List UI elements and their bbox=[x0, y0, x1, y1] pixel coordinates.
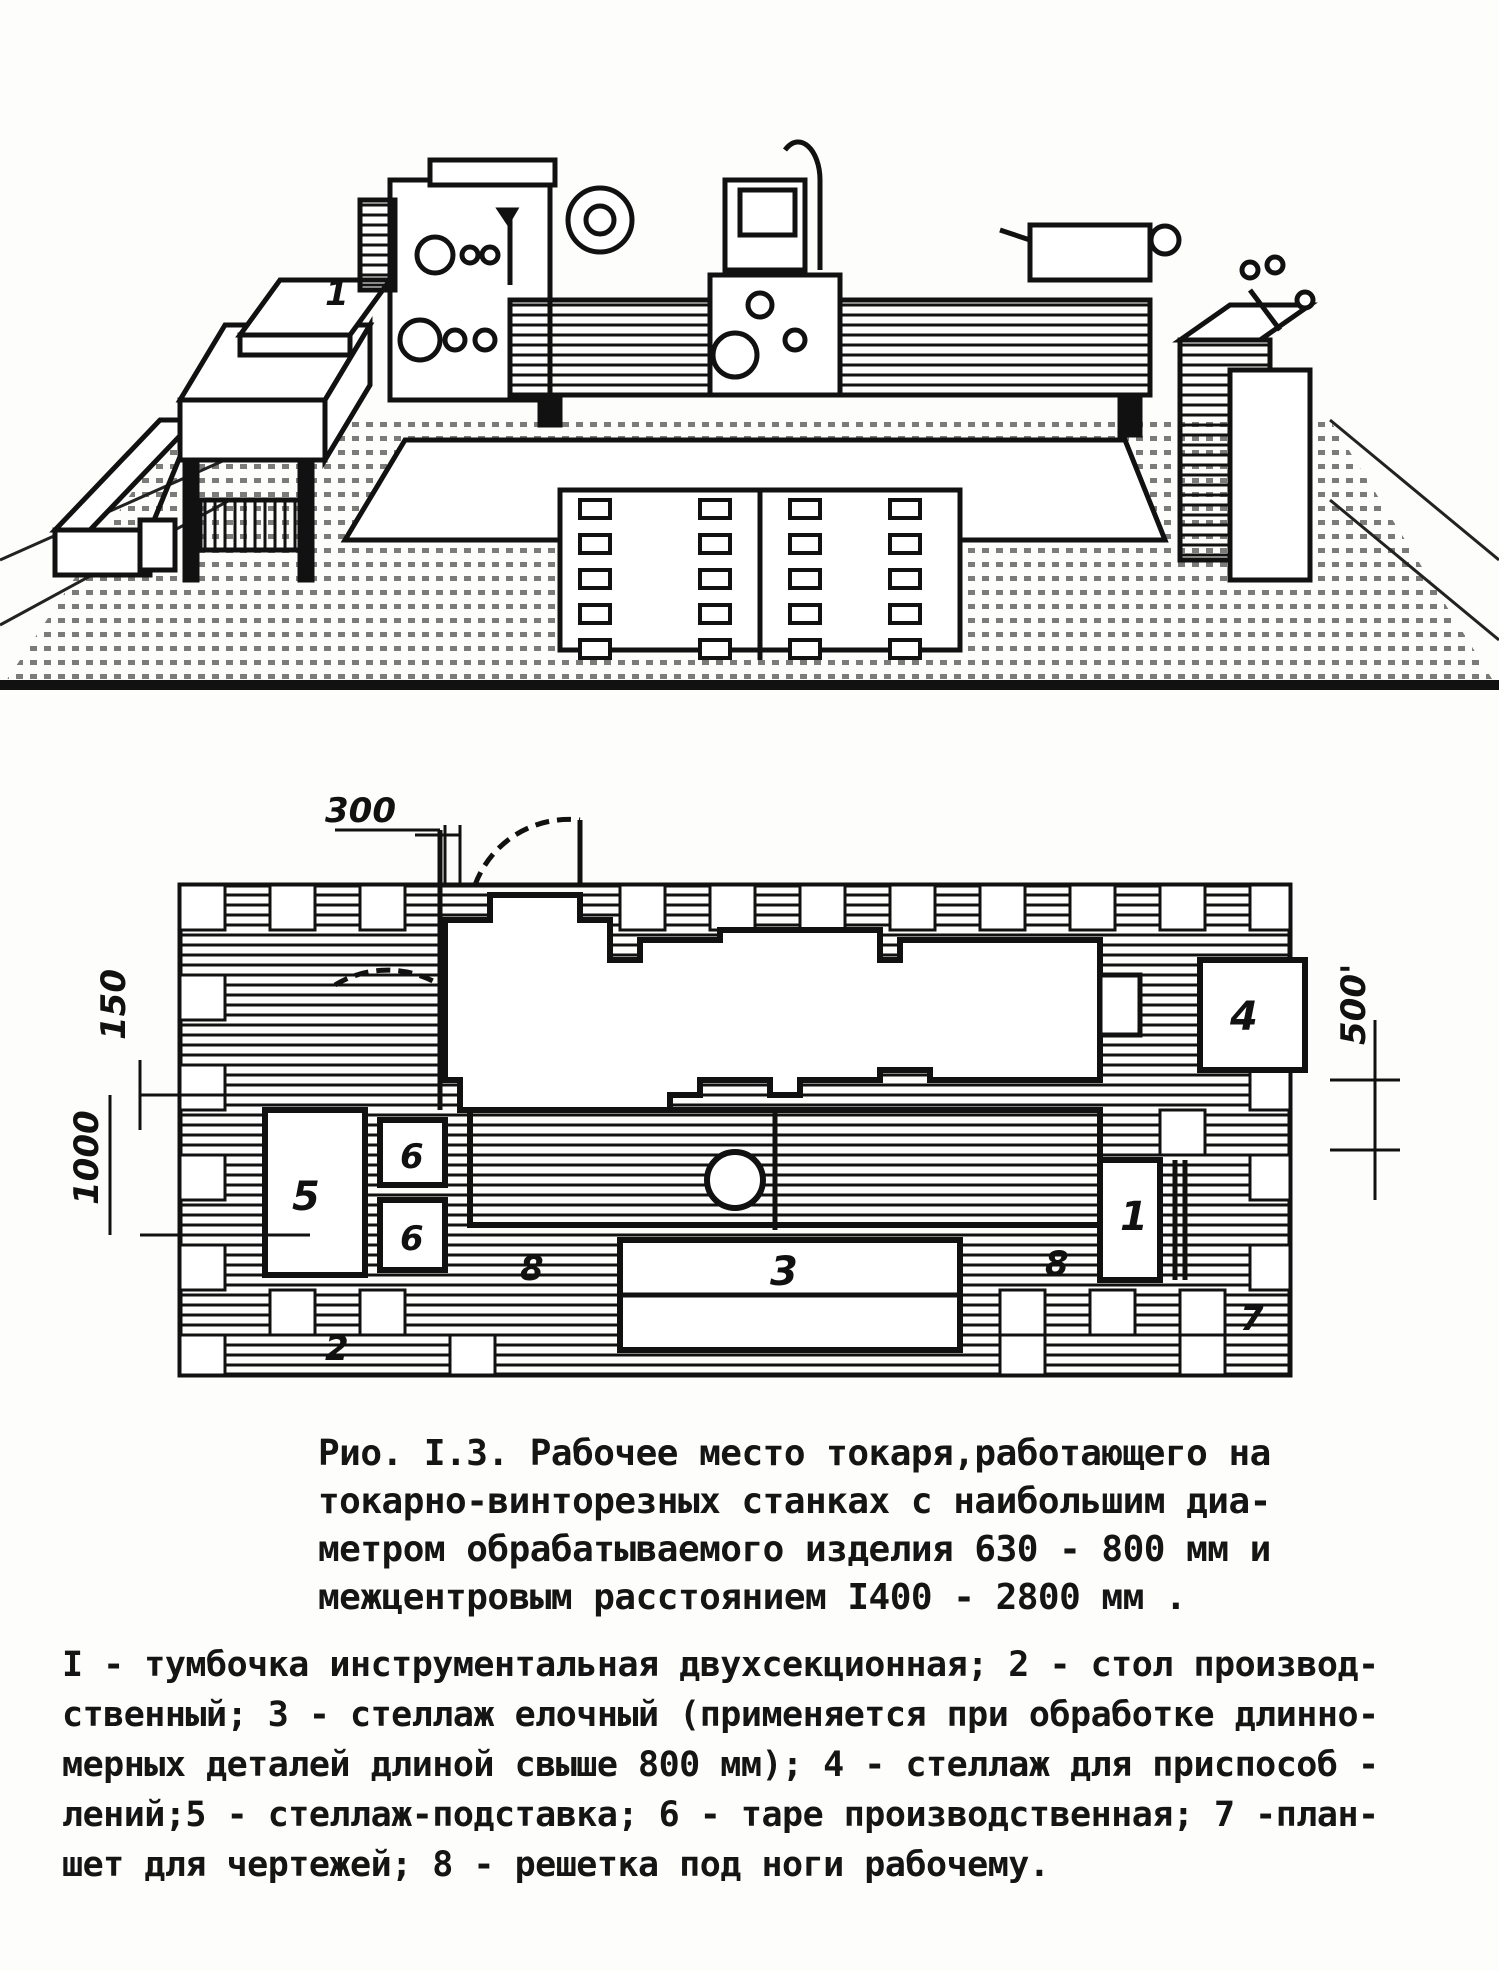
item-1-cabinet bbox=[1097, 1157, 1163, 1283]
tool-cabinet bbox=[1172, 254, 1318, 583]
plan-lathe bbox=[442, 892, 1143, 1230]
figure-legend: I - тумбочка инструментальная двухсекцио… bbox=[62, 1640, 1462, 1890]
item-label-5: 5 bbox=[292, 1174, 320, 1220]
legend-line: шет для чертежей; 8 - решетка под ноги р… bbox=[62, 1845, 1050, 1885]
legend-line: ственный; 3 - стеллаж елочный (применяет… bbox=[62, 1695, 1379, 1735]
dimension-lines bbox=[108, 825, 1400, 1237]
dimension-1000: 1000 bbox=[67, 1110, 107, 1205]
workplace-illustration: 1 bbox=[0, 139, 1499, 1378]
item-label-3: 3 bbox=[770, 1249, 798, 1295]
item-6b-tare bbox=[377, 1197, 448, 1273]
caption-line: токарно-винторезных станках с наибольшим… bbox=[318, 1481, 1271, 1522]
item-4-rack bbox=[1197, 957, 1308, 1073]
legend-line: I - тумбочка инструментальная двухсекцио… bbox=[62, 1645, 1379, 1685]
caption-line: метром обрабатываемого изделия 630 - 800… bbox=[318, 1529, 1271, 1570]
lathe-bed bbox=[507, 139, 1182, 438]
stool bbox=[49, 417, 201, 578]
floor-grating bbox=[340, 437, 1169, 660]
item-label-7: 7 bbox=[1240, 1299, 1264, 1339]
tare-boxes bbox=[175, 277, 395, 583]
item-label-2: 2 bbox=[325, 1329, 349, 1369]
item-label-1-top: 1 bbox=[325, 274, 349, 314]
item-label-6b: 6 bbox=[400, 1219, 424, 1259]
item-6a-tare bbox=[377, 1117, 448, 1188]
item-5-rack bbox=[262, 1107, 368, 1278]
item-label-6a: 6 bbox=[400, 1137, 424, 1177]
item-label-1: 1 bbox=[1120, 1194, 1148, 1240]
legend-line: лений;5 - стеллаж-подставка; 6 - таре пр… bbox=[62, 1795, 1379, 1835]
caption-line: межцентровым расстоянием I400 - 2800 мм … bbox=[318, 1577, 1187, 1618]
plan-tiles bbox=[178, 883, 1292, 1377]
item-label-8a: 8 bbox=[520, 1249, 544, 1289]
figure-caption: Рио. I.3. Рабочее место токаря,работающе… bbox=[318, 1430, 1318, 1622]
plan-view: 300 150 1000 500' 4 5 6 6 3 1 2 7 8 8 bbox=[67, 791, 1400, 1378]
plan-items bbox=[262, 957, 1308, 1353]
item-label-8b: 8 bbox=[1045, 1244, 1069, 1284]
legend-line: мерных деталей длиной свыше 800 мм); 4 -… bbox=[62, 1745, 1379, 1785]
perspective-view: 1 bbox=[0, 139, 1499, 690]
dimension-500: 500' bbox=[1334, 964, 1374, 1045]
dimension-300: 300 bbox=[325, 791, 396, 831]
caption-line: Рио. I.3. Рабочее место токаря,работающе… bbox=[318, 1433, 1271, 1474]
door-swings bbox=[333, 816, 583, 1110]
dimension-150: 150 bbox=[94, 969, 134, 1040]
item-label-4: 4 bbox=[1229, 994, 1258, 1040]
